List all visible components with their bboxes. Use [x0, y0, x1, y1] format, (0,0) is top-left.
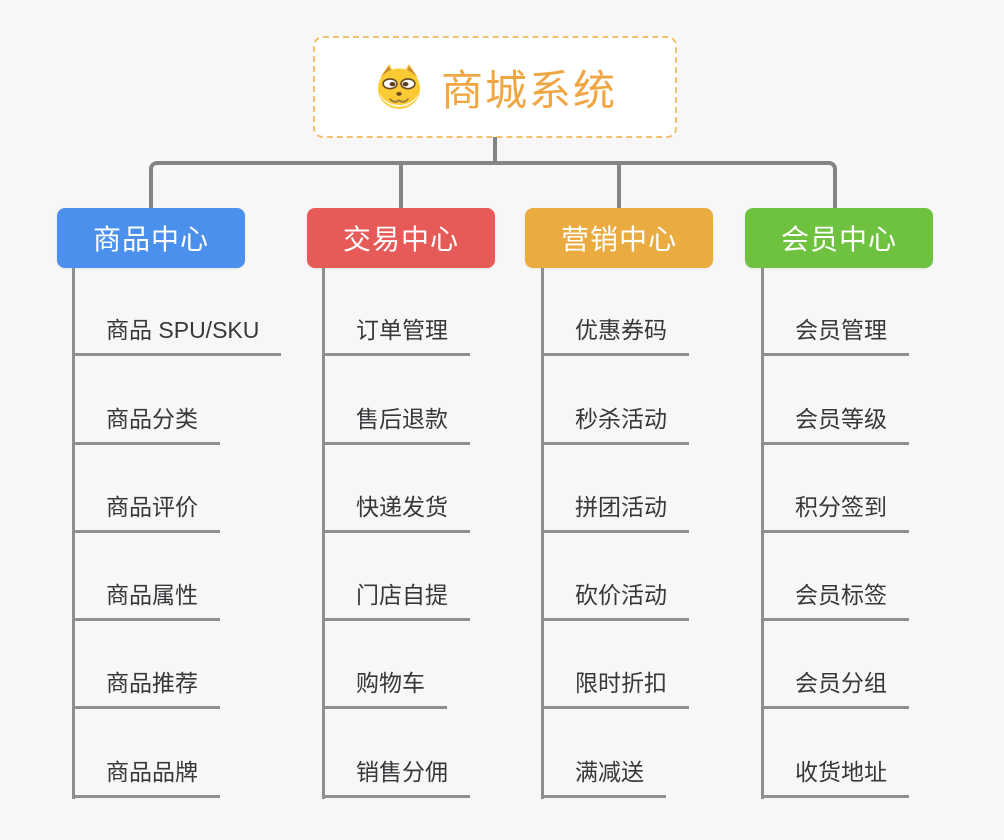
- leaf-node[interactable]: 购物车: [322, 664, 447, 710]
- root-node[interactable]: 商城系统: [313, 36, 677, 138]
- leaf-node[interactable]: 商品 SPU/SKU: [72, 311, 282, 357]
- branch-bracket-line: [149, 161, 837, 209]
- branch-connector-line-3: [617, 163, 621, 209]
- leaf-column-trade: 订单管理 售后退款 快递发货 门店自提 购物车 销售分佣: [322, 268, 470, 798]
- leaf-node[interactable]: 收货地址: [761, 753, 909, 798]
- leaf-column-line: [541, 268, 544, 799]
- branch-label: 商品中心: [92, 224, 209, 255]
- leaf-node[interactable]: 拼团活动: [541, 488, 689, 533]
- leaf-node[interactable]: 门店自提: [322, 576, 470, 622]
- leaf-node[interactable]: 会员等级: [761, 400, 909, 445]
- leaf-node[interactable]: 商品分类: [72, 400, 220, 445]
- leaf-column-line: [761, 268, 764, 799]
- leaf-node[interactable]: 销售分佣: [322, 753, 470, 798]
- leaf-column-line: [322, 268, 325, 799]
- branch-node-member-center[interactable]: 会员中心: [745, 208, 933, 268]
- leaf-column-marketing: 优惠券码 秒杀活动 拼团活动 砍价活动 限时折扣 满减送: [541, 268, 689, 798]
- leaf-node[interactable]: 优惠券码: [541, 311, 689, 357]
- leaf-node[interactable]: 商品属性: [72, 576, 220, 622]
- leaf-node[interactable]: 会员分组: [761, 664, 909, 710]
- shiba-dog-icon: [377, 64, 421, 109]
- root-title: 商城系统: [440, 66, 617, 114]
- leaf-node[interactable]: 售后退款: [322, 400, 470, 445]
- branch-connector-line-2: [399, 163, 403, 209]
- leaf-node[interactable]: 订单管理: [322, 311, 470, 357]
- leaf-column-product: 商品 SPU/SKU 商品分类 商品评价 商品属性 商品推荐 商品品牌: [72, 268, 282, 798]
- leaf-node[interactable]: 会员标签: [761, 576, 909, 622]
- branch-node-trade-center[interactable]: 交易中心: [307, 208, 495, 268]
- leaf-column-line: [72, 268, 75, 799]
- leaf-node[interactable]: 满减送: [541, 753, 666, 798]
- branch-label: 会员中心: [780, 224, 897, 255]
- leaf-node[interactable]: 会员管理: [761, 311, 909, 357]
- leaf-node[interactable]: 砍价活动: [541, 576, 689, 622]
- root-connector-line: [493, 137, 497, 165]
- leaf-column-member: 会员管理 会员等级 积分签到 会员标签 会员分组 收货地址: [761, 268, 909, 798]
- leaf-node[interactable]: 限时折扣: [541, 664, 689, 710]
- leaf-node[interactable]: 积分签到: [761, 488, 909, 533]
- leaf-node[interactable]: 商品品牌: [72, 753, 220, 798]
- branch-label: 交易中心: [342, 224, 459, 255]
- branch-node-marketing-center[interactable]: 营销中心: [525, 208, 713, 268]
- leaf-node[interactable]: 商品推荐: [72, 664, 220, 710]
- branch-node-product-center[interactable]: 商品中心: [57, 208, 245, 268]
- branch-label: 营销中心: [560, 224, 677, 255]
- leaf-node[interactable]: 商品评价: [72, 488, 220, 533]
- leaf-node[interactable]: 秒杀活动: [541, 400, 689, 445]
- leaf-node[interactable]: 快递发货: [322, 488, 470, 533]
